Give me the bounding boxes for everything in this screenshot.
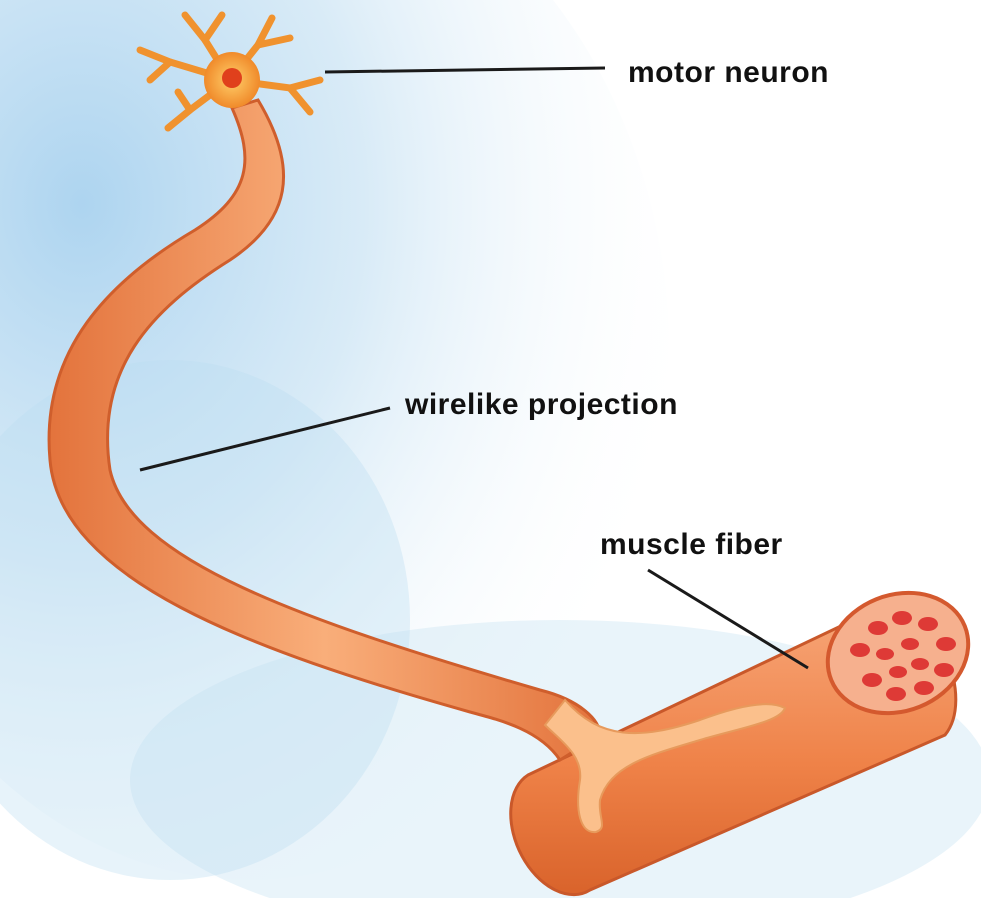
label-wirelike-projection: wirelike projection	[405, 388, 678, 422]
label-motor-neuron: motor neuron	[628, 56, 829, 90]
nucleus	[222, 68, 242, 88]
label-muscle-fiber: muscle fiber	[600, 528, 783, 562]
